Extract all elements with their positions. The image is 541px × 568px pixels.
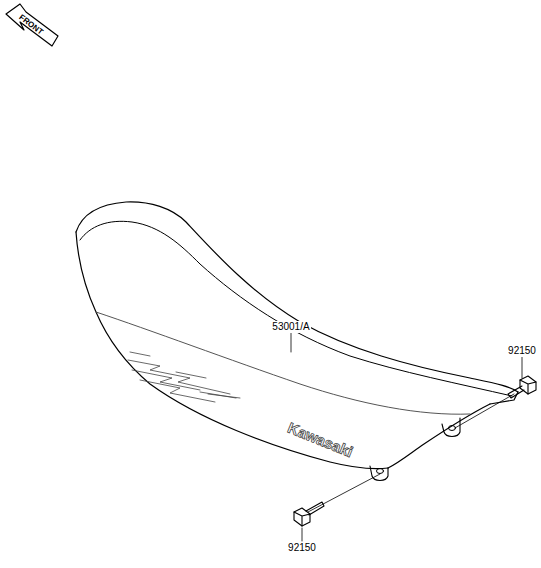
part-number: 92150 bbox=[287, 542, 317, 554]
seat-side bbox=[76, 232, 388, 469]
seat-bracket bbox=[370, 466, 388, 481]
front-arrow bbox=[6, 4, 58, 46]
brand-logo: Kawasaki bbox=[285, 419, 355, 461]
leader-line bbox=[291, 333, 292, 352]
bolt bbox=[508, 376, 536, 398]
leader-line bbox=[308, 474, 380, 512]
bolt bbox=[294, 502, 324, 526]
part-number: 92150 bbox=[507, 345, 537, 357]
leader-line bbox=[522, 357, 523, 378]
seat-top bbox=[76, 202, 518, 392]
part-number: 53001/A bbox=[271, 321, 310, 333]
seat-crease bbox=[80, 221, 512, 396]
seat-bracket bbox=[442, 418, 460, 437]
leader-line bbox=[302, 528, 303, 541]
leader-line bbox=[455, 394, 514, 428]
